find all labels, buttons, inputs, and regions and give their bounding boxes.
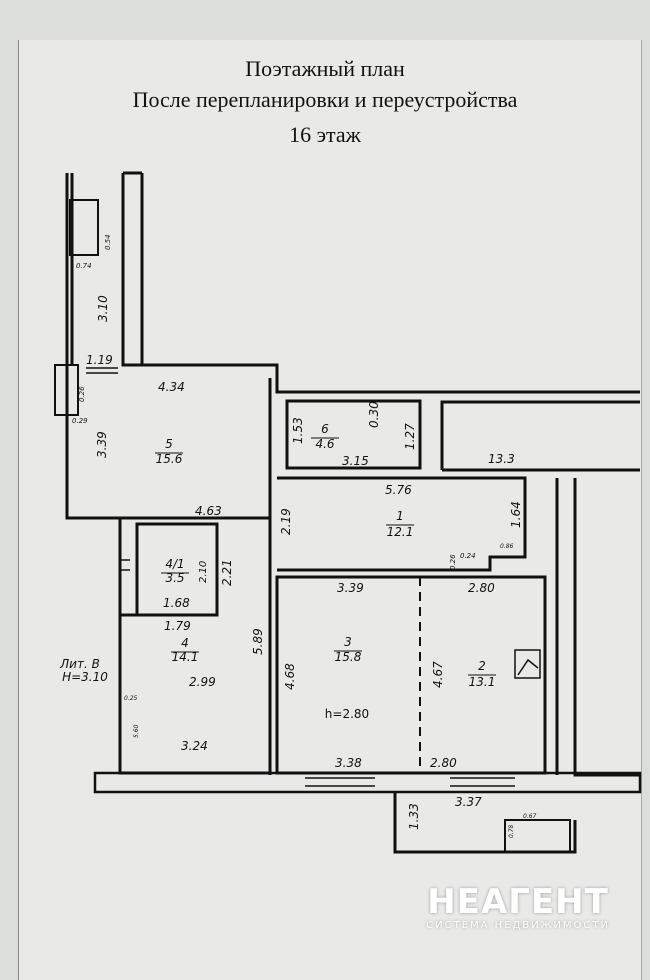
dim: 3.10	[96, 295, 110, 322]
room13-walls	[440, 400, 640, 472]
svg-text:2.19: 2.19	[279, 508, 293, 535]
svg-text:0.24: 0.24	[460, 552, 476, 560]
walls	[54, 171, 642, 854]
room-3-number: 3	[344, 635, 352, 649]
column	[54, 364, 79, 416]
svg-text:4.68: 4.68	[283, 663, 297, 690]
watermark: НЕАГЕНТ СИСТЕМА НЕДВИЖИМОСТИ	[426, 882, 610, 931]
svg-text:1.19: 1.19	[86, 353, 113, 367]
room-6-area: 4.6	[315, 437, 334, 451]
floor-plan: 3.10 0.54 0.74 1.19 4.34 0.26 0.29 3.39 …	[54, 171, 642, 854]
svg-text:4.67: 4.67	[431, 661, 445, 688]
room-1-area: 12.1	[387, 525, 414, 539]
svg-text:3.37: 3.37	[455, 795, 482, 809]
plan-subtitle: После перепланировки и переустройства	[132, 87, 518, 112]
room-41-area: 3.5	[165, 571, 184, 585]
room-4-area: 14.1	[172, 650, 199, 664]
room-5-number: 5	[165, 437, 173, 451]
exterior-wall	[93, 771, 642, 794]
svg-text:0.26: 0.26	[78, 386, 86, 402]
room-3-area: 15.8	[335, 650, 362, 664]
svg-text:1.27: 1.27	[403, 423, 417, 450]
svg-text:13.3: 13.3	[488, 452, 515, 466]
room-41-number: 4/1	[165, 557, 184, 571]
windows	[305, 777, 515, 787]
room3-walls	[275, 575, 547, 775]
svg-text:2.80: 2.80	[430, 756, 457, 770]
svg-text:0.86: 0.86	[500, 543, 514, 550]
svg-text:0.25: 0.25	[124, 695, 138, 702]
balcony-box	[69, 199, 99, 256]
room1-walls	[277, 476, 527, 572]
height-main: h=2.80	[325, 707, 369, 721]
svg-text:4.34: 4.34	[158, 380, 185, 394]
svg-text:0.67: 0.67	[523, 813, 537, 820]
svg-text:3.15: 3.15	[342, 454, 369, 468]
svg-text:1.64: 1.64	[509, 501, 523, 528]
svg-text:1.33: 1.33	[407, 803, 421, 830]
lit-label: Лит. В	[59, 657, 100, 671]
svg-text:1.53: 1.53	[291, 417, 305, 444]
svg-text:5.89: 5.89	[251, 628, 265, 655]
height-left: H=3.10	[62, 670, 108, 684]
svg-text:0.78: 0.78	[508, 824, 515, 838]
svg-text:2.99: 2.99	[189, 675, 216, 689]
svg-text:0.29: 0.29	[72, 417, 88, 425]
svg-text:4.63: 4.63	[195, 504, 222, 518]
svg-text:2.21: 2.21	[220, 559, 234, 586]
balcony-bottom	[393, 792, 577, 854]
svg-text:1.68: 1.68	[163, 596, 190, 610]
room-1-number: 1	[396, 509, 404, 523]
room-2-area: 13.1	[469, 675, 496, 689]
plan-title: Поэтажный план	[245, 56, 405, 81]
svg-text:2.10: 2.10	[198, 561, 209, 583]
wall-left	[65, 173, 270, 520]
svg-text:5.60: 5.60	[133, 724, 140, 738]
bathroom-walls	[285, 399, 422, 470]
svg-text:3.39: 3.39	[95, 431, 109, 458]
floor-label: 16 этаж	[289, 122, 361, 147]
room-5-area: 15.6	[156, 452, 183, 466]
svg-text:3.38: 3.38	[335, 756, 362, 770]
room-6-number: 6	[321, 422, 329, 436]
svg-text:0.26: 0.26	[449, 554, 457, 570]
svg-text:2.80: 2.80	[468, 581, 495, 595]
svg-text:0.54: 0.54	[104, 234, 112, 250]
wall-top	[121, 173, 640, 394]
stove-icon	[514, 649, 541, 679]
room-2-number: 2	[478, 659, 486, 673]
svg-text:5.76: 5.76	[385, 483, 412, 497]
room-4-number: 4	[181, 636, 189, 650]
svg-text:3.24: 3.24	[181, 739, 208, 753]
svg-text:0.74: 0.74	[76, 262, 92, 270]
svg-text:1.79: 1.79	[164, 619, 191, 633]
svg-text:0.30: 0.30	[367, 401, 381, 428]
svg-text:3.39: 3.39	[337, 581, 364, 595]
